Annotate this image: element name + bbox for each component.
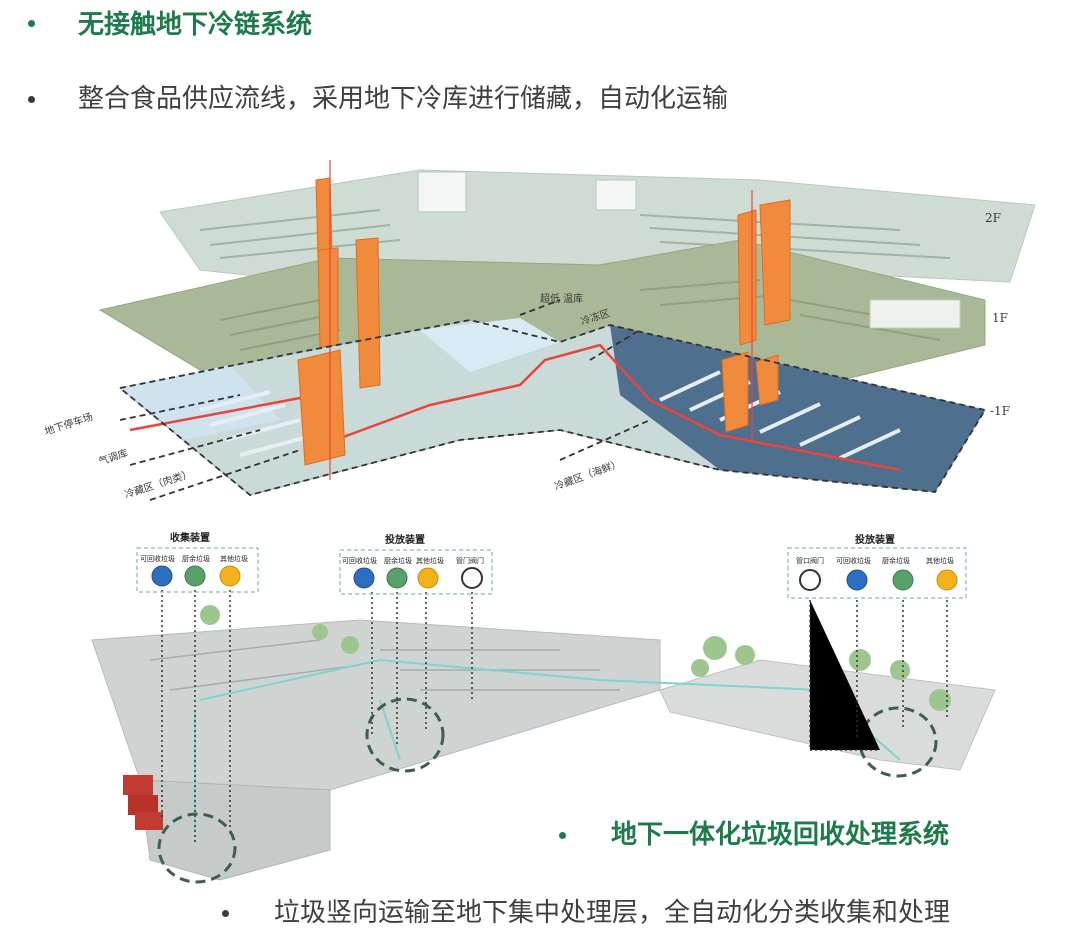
- waste-title: 地下一体化垃圾回收处理系统: [611, 820, 950, 850]
- deliver-item-label: 可回收垃圾: [836, 556, 871, 565]
- dispose-group-title: 投放装置: [385, 533, 425, 546]
- bullet-dot: [28, 20, 35, 27]
- label-parking: 地下停车场: [43, 410, 95, 438]
- dispose-item-label: 厨余垃圾: [384, 556, 412, 565]
- dispose-point-circle: [365, 697, 445, 773]
- kitchen-waste-icon: [892, 569, 914, 591]
- label-supermarket: 超低 温库: [540, 292, 583, 305]
- collect-device-group: 收集装置 可回收垃圾 厨余垃圾 其他垃圾: [136, 531, 259, 593]
- vertical-shafts: [297, 177, 791, 466]
- other-waste-icon: [417, 567, 439, 589]
- waste-site-base: [91, 619, 661, 791]
- dispose-item-label: 可回收垃圾: [342, 556, 377, 565]
- dispose-device-group: 投放装置 可回收垃圾 厨余垃圾 其他垃圾 管门阀门: [339, 533, 493, 595]
- bullet-dot: [559, 832, 566, 839]
- trees: [200, 605, 951, 711]
- waste-desc-text: 垃圾竖向运输至地下集中处理层，全自动化分类收集和处理: [274, 898, 951, 928]
- recycle-icon: [846, 569, 868, 591]
- collect-group-title: 收集装置: [170, 531, 210, 544]
- collect-item-label: 其他垃圾: [220, 554, 248, 563]
- bullet-dot: [222, 910, 229, 917]
- cold-chain-title: 无接触地下冷链系统: [78, 10, 313, 40]
- cold-chain-heading: 无接触地下冷链系统: [22, 4, 922, 44]
- cold-chain-desc-text: 整合食品供应流线，采用地下冷库进行储藏，自动化运输: [78, 84, 729, 114]
- deliver-item-label: 管口阀门: [796, 556, 824, 565]
- cold-chain-description: 整合食品供应流线，采用地下冷库进行储藏，自动化运输: [22, 78, 922, 118]
- collect-item-label: 厨余垃圾: [182, 554, 210, 563]
- super-cold-zone: [420, 318, 560, 372]
- dispose-item-label: 管门阀门: [456, 556, 484, 565]
- waste-description: 垃圾竖向运输至地下集中处理层，全自动化分类收集和处理: [218, 888, 1078, 932]
- deliver-device-group: 投放装置 管口阀门 可回收垃圾 厨余垃圾 其他垃圾: [787, 533, 967, 599]
- kitchen-waste-icon: [386, 567, 408, 589]
- valve-icon: [461, 567, 483, 589]
- other-waste-icon: [936, 569, 958, 591]
- kitchen-waste-icon: [184, 565, 206, 587]
- recycle-icon: [353, 567, 375, 589]
- recycle-icon: [151, 565, 173, 587]
- waste-heading: 地下一体化垃圾回收处理系统: [555, 810, 1075, 860]
- bullet-dot: [28, 96, 35, 103]
- valve-icon: [799, 569, 821, 591]
- floor-label-b1: -1F: [990, 404, 1010, 418]
- collect-item-label: 可回收垃圾: [140, 554, 175, 563]
- dispose-item-label: 其他垃圾: [416, 556, 444, 565]
- label-frozen-meat: 冷藏区（肉类）: [123, 467, 194, 501]
- floor-label-1f: 1F: [992, 311, 1008, 325]
- cold-zone-blue: [610, 325, 985, 492]
- other-waste-icon: [219, 565, 241, 587]
- label-frozen-seafood: 冷藏区（海鲜）: [553, 457, 623, 493]
- deliver-group-title: 投放装置: [855, 533, 895, 546]
- collect-point-circle: [157, 812, 237, 884]
- floor-label-2f: 2F: [985, 211, 1001, 225]
- garbage-trucks: [123, 775, 163, 830]
- deliver-item-label: 其他垃圾: [926, 556, 954, 565]
- label-gas-store: 气调库: [97, 446, 130, 468]
- deliver-item-label: 厨余垃圾: [882, 556, 910, 565]
